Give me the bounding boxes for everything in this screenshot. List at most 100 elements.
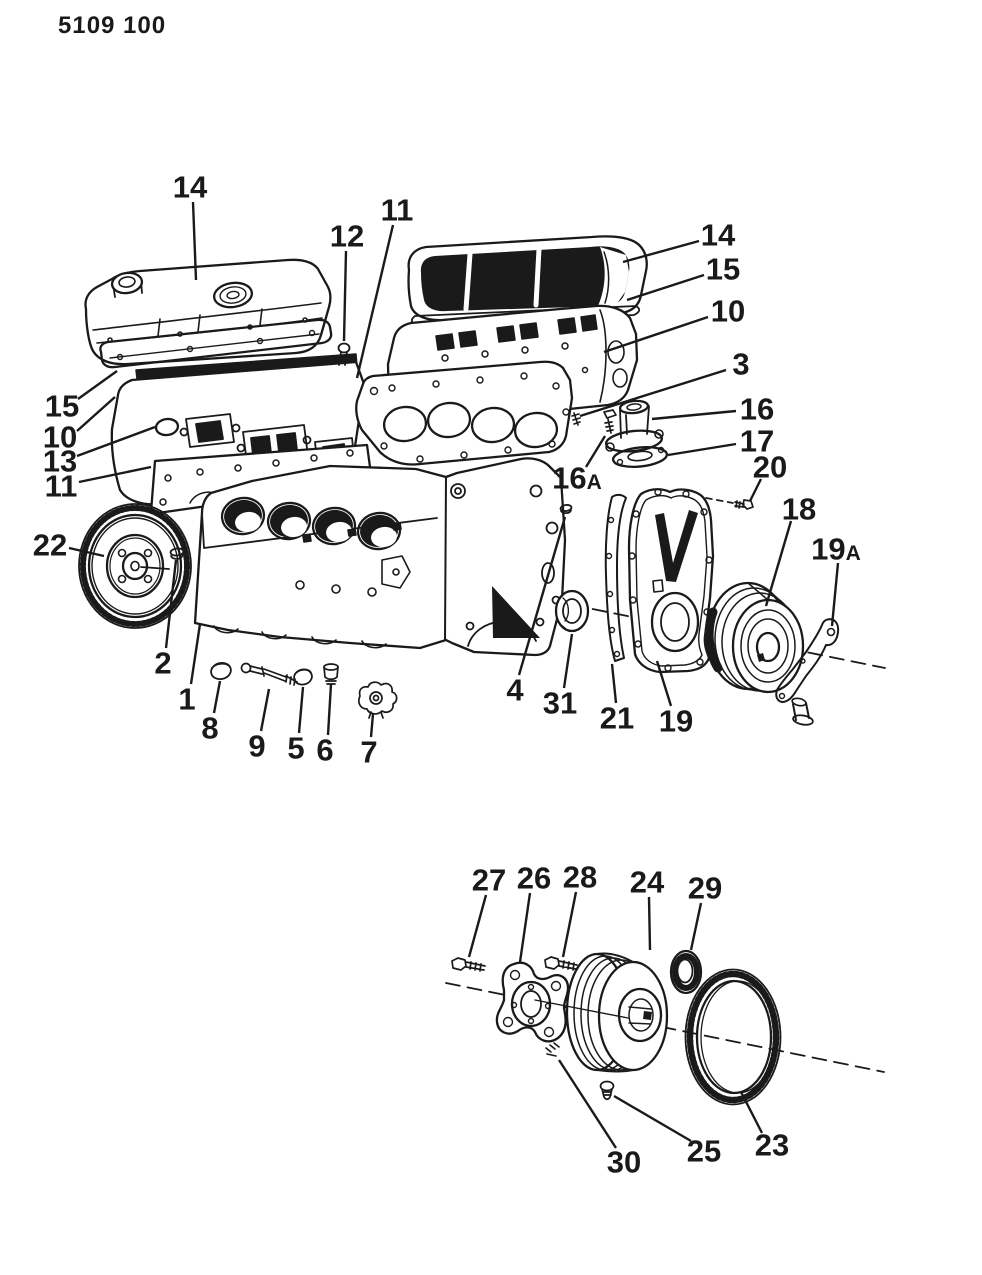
- leader-line: [467, 894, 488, 958]
- callout-25: 25: [613, 1094, 721, 1169]
- callout-20: 20: [748, 450, 787, 502]
- part-number-label: 15: [45, 389, 79, 424]
- core-plug-8-drawing: [210, 661, 232, 681]
- part-number-label: 18: [782, 492, 816, 527]
- callout-1: 1: [178, 623, 202, 717]
- bolt-16a-drawing: [603, 409, 617, 434]
- callout-14: 14: [622, 218, 736, 264]
- leader-line: [77, 370, 118, 400]
- engine-block-drawing: [193, 457, 567, 657]
- stud-3-drawing: [571, 412, 581, 426]
- callout-3: 3: [579, 347, 750, 418]
- bolt-27-drawing: [451, 957, 486, 972]
- callout-30: 30: [557, 1059, 641, 1180]
- part-number-label: 12: [330, 219, 364, 254]
- part-number-label: 7: [360, 735, 377, 770]
- leader-line: [164, 559, 178, 649]
- crank-seal-drawing: [554, 589, 590, 633]
- part-number-label: 24: [630, 865, 665, 900]
- callout-31: 31: [543, 633, 577, 721]
- callout-16: 16: [651, 392, 774, 427]
- callout-24: 24: [630, 865, 665, 951]
- flywheel-drawing: [78, 503, 192, 629]
- callout-19A: 19A: [811, 532, 861, 627]
- callout-13: 13: [43, 425, 156, 479]
- leader-line: [76, 425, 156, 458]
- part-number-label: 10: [43, 420, 77, 455]
- drive-plate-adapter-drawing: [495, 961, 570, 1043]
- bellhousing-face-drawing: [450, 483, 561, 647]
- part-number-label: 5: [287, 731, 304, 766]
- part-number-label: 27: [472, 863, 506, 898]
- bolt-25-drawing: [599, 1080, 615, 1101]
- callout-23: 23: [739, 1091, 789, 1163]
- part-number-label: 14: [701, 218, 736, 253]
- part-number-label: 19A: [811, 532, 861, 567]
- leader-line: [689, 902, 703, 951]
- part-number-label: 23: [755, 1128, 789, 1163]
- water-outlet-gasket-drawing: [611, 445, 669, 469]
- leader-line: [326, 683, 333, 736]
- v-emblem: [655, 510, 698, 582]
- cylinder-bores-drawing: [220, 496, 402, 551]
- part-number-label: 31: [543, 686, 577, 721]
- callout-15: 15: [45, 370, 118, 424]
- part-number-label: 16: [740, 392, 774, 427]
- ring-gear-drawing: [684, 968, 782, 1106]
- callout-6: 6: [316, 683, 334, 768]
- callout-2: 2: [154, 559, 178, 681]
- timing-cover-drawing: [627, 488, 715, 674]
- leader-line: [518, 892, 532, 963]
- callout-19: 19: [655, 660, 693, 739]
- callout-10: 10: [603, 294, 745, 354]
- callout-15: 15: [626, 252, 740, 302]
- part-number-label: 10: [711, 294, 745, 329]
- stud-9-drawing: [240, 662, 298, 686]
- callout-10: 10: [43, 396, 116, 455]
- callout-11: 11: [45, 465, 152, 504]
- leader-line: [739, 1091, 764, 1134]
- leader-line: [259, 688, 271, 732]
- part-number-label: 22: [33, 528, 67, 563]
- part-number-label: 14: [173, 170, 208, 205]
- leader-line: [562, 633, 574, 689]
- leader-line: [212, 680, 222, 714]
- rocker-bolt-12-drawing: [337, 342, 351, 366]
- leader-line: [561, 891, 578, 958]
- callout-5: 5: [287, 686, 305, 766]
- timing-cover-gasket-drawing: [604, 493, 627, 662]
- block-front-face-details: [213, 522, 411, 649]
- crank-pulley-drawing: [704, 581, 805, 694]
- leader-line: [189, 623, 202, 685]
- leader-line: [655, 660, 673, 707]
- leader-line: [579, 368, 727, 418]
- leader-line: [297, 686, 305, 734]
- callout-29: 29: [688, 871, 722, 951]
- leader-line: [76, 396, 116, 432]
- part-number-label: 15: [706, 252, 740, 287]
- callout-28: 28: [561, 860, 597, 958]
- part-number-label: 25: [687, 1134, 721, 1169]
- callout-22: 22: [33, 528, 105, 563]
- breather-grommet-drawing: [212, 281, 254, 309]
- oil-filler-cap-drawing: [110, 271, 144, 298]
- leader-line: [647, 896, 652, 951]
- callout-7: 7: [360, 713, 378, 770]
- part-number-label: 17: [740, 424, 774, 459]
- part-number-label: 9: [248, 729, 265, 764]
- callout-16A: 16A: [552, 435, 607, 496]
- part-number-label: 30: [607, 1145, 641, 1180]
- part-number-label: 3: [732, 347, 749, 382]
- callout-9: 9: [248, 688, 271, 764]
- leader-line: [626, 273, 705, 302]
- leader-line: [603, 315, 709, 354]
- leader-line: [584, 435, 607, 468]
- callout-17: 17: [667, 424, 774, 459]
- valve-cover-right-drawing: [407, 235, 648, 322]
- fitting-7-drawing: [357, 681, 398, 719]
- plug-2-drawing: [169, 547, 185, 560]
- part-number-label: 19: [659, 704, 693, 739]
- pipe-plug-6-drawing: [323, 663, 339, 685]
- valve-cover-gasket-left-drawing: [99, 318, 333, 369]
